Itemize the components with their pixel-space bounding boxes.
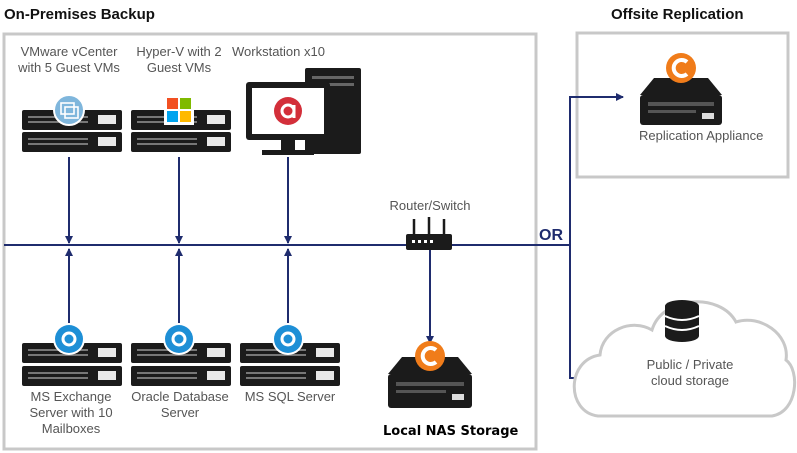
onprem-box	[2, 32, 538, 451]
database-icon	[664, 300, 700, 342]
nas-label: Local NAS Storage	[383, 424, 519, 439]
nas-appliance-icon	[388, 341, 472, 408]
offsite-box	[575, 31, 790, 179]
exchange-server-icon	[22, 323, 122, 386]
cloud-shape	[572, 300, 797, 418]
vmware-server-icon	[22, 94, 122, 152]
router-icon	[406, 217, 452, 250]
vmware-label: VMware vCenter with 5 Guest VMs	[18, 44, 120, 75]
replication-label: Replication Appliance	[639, 128, 764, 143]
exchange-label: MS Exchange Server with 10 Mailboxes	[29, 389, 113, 436]
oracle-server-icon	[131, 323, 231, 386]
replication-arrow	[569, 93, 624, 245]
onprem-section-title: On-Premises Backup	[4, 6, 155, 23]
workstation-icon	[246, 68, 361, 155]
sql-label: MS SQL Server	[244, 389, 336, 404]
router-label: Router/Switch	[389, 198, 471, 213]
workstation-label: Workstation x10	[232, 44, 325, 59]
or-label: OR	[539, 227, 563, 244]
sql-server-icon	[240, 323, 340, 386]
oracle-label: Oracle Database Server	[131, 389, 229, 420]
hyperv-label: Hyper-V with 2 Guest VMs	[136, 44, 222, 75]
replication-appliance-icon	[640, 53, 722, 125]
hyperv-server-icon	[131, 95, 231, 152]
cloud-label: Public / Private cloud storage	[646, 357, 734, 388]
offsite-section-title: Offsite Replication	[611, 6, 744, 23]
